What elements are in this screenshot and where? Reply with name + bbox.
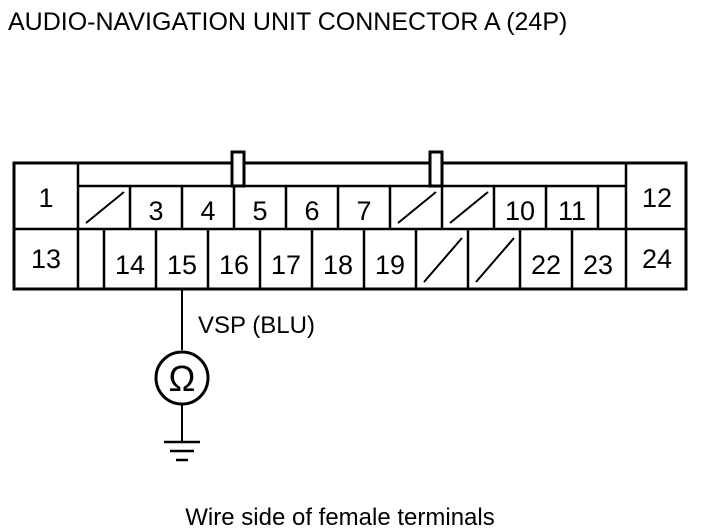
terminal-22-label: 22 — [531, 250, 561, 280]
terminal-1-label: 1 — [38, 183, 53, 213]
terminal-16-label: 16 — [219, 250, 249, 280]
terminal-5-label: 5 — [252, 196, 267, 226]
row-1-empty-cavities — [85, 191, 489, 224]
connector-row-2-frame — [76, 229, 628, 289]
terminal-7-label: 7 — [356, 196, 371, 226]
terminal-10-label: 10 — [505, 196, 535, 226]
empty-cavity-8 — [397, 191, 437, 224]
row-2-empty-cavities — [423, 237, 515, 283]
terminal-3-label: 3 — [148, 196, 163, 226]
terminal-14-label: 14 — [115, 250, 145, 280]
connector-lock-tab — [230, 150, 444, 188]
terminal-17-label: 17 — [271, 250, 301, 280]
row-1-terminal-labels: 1 3 4 5 6 7 10 11 12 — [38, 183, 672, 226]
row-2-terminal-labels: 13 14 15 16 17 18 19 22 23 24 — [31, 244, 672, 280]
terminal-6-label: 6 — [304, 196, 319, 226]
terminal-15-label: 15 — [167, 250, 197, 280]
terminal-19-label: 19 — [375, 250, 405, 280]
ohmmeter-icon: Ω — [154, 350, 210, 406]
empty-cavity-20 — [423, 237, 463, 283]
empty-cavity-2 — [85, 191, 125, 224]
ground-icon — [164, 440, 200, 462]
terminal-23-label: 23 — [583, 250, 613, 280]
empty-cavity-9 — [449, 191, 489, 224]
terminal-24-label: 24 — [642, 244, 672, 274]
empty-cavity-21 — [475, 237, 515, 283]
connector-row-1-frame — [14, 163, 686, 231]
terminal-18-label: 18 — [323, 250, 353, 280]
terminal-13-label: 13 — [31, 244, 61, 274]
diagram-caption: Wire side of female terminals — [185, 504, 494, 531]
terminal-4-label: 4 — [200, 196, 215, 226]
ohm-symbol: Ω — [169, 358, 196, 399]
wire-label: VSP (BLU) — [198, 312, 315, 339]
diagram-title: AUDIO-NAVIGATION UNIT CONNECTOR A (24P) — [8, 8, 567, 36]
terminal-12-label: 12 — [642, 183, 672, 213]
terminal-11-label: 11 — [558, 196, 586, 226]
